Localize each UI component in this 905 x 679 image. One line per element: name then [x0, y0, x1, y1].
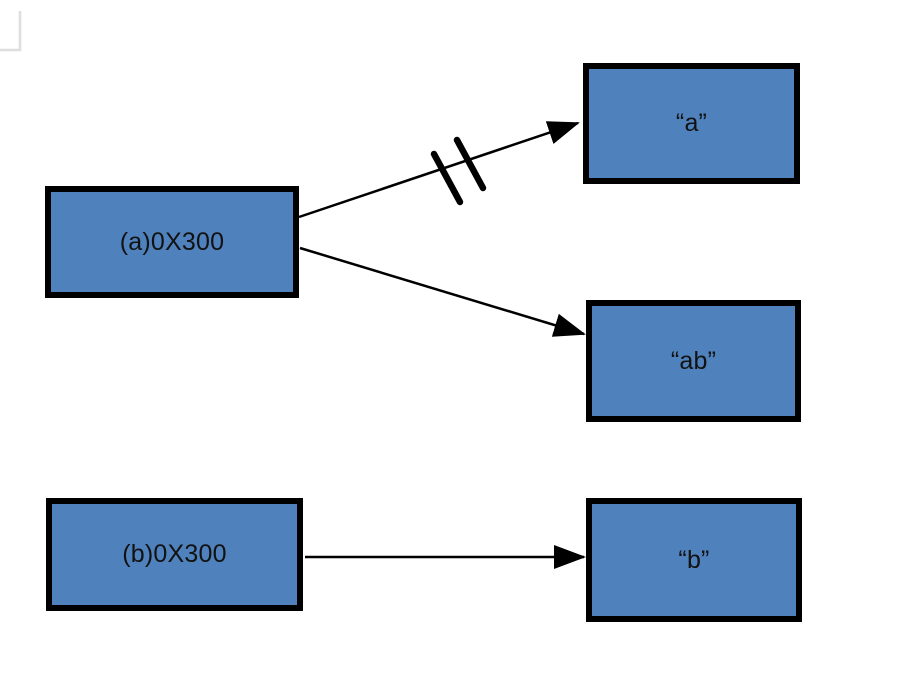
node-pointer-a-label: (a)0X300 — [119, 227, 225, 256]
edge-pointer-a-to-string-a — [298, 121, 580, 219]
node-string-a-label: “a” — [675, 109, 708, 137]
node-string-ab: “ab” — [586, 300, 801, 422]
node-pointer-a: (a)0X300 — [45, 186, 299, 298]
broken-link-slashes-icon — [430, 136, 487, 206]
edge-pointer-a-to-string-ab — [299, 246, 586, 337]
broken-link-slash-1 — [430, 150, 464, 206]
node-pointer-b: (b)0X300 — [46, 498, 303, 611]
page-corner-artifact — [0, 11, 22, 52]
node-string-ab-label: “ab” — [670, 346, 717, 375]
node-string-a: “a” — [583, 63, 800, 184]
node-pointer-b-label: (b)0X300 — [122, 540, 227, 568]
node-string-b-label: “b” — [678, 545, 710, 574]
node-string-b: “b” — [586, 498, 802, 622]
broken-link-slash-2 — [453, 136, 487, 192]
